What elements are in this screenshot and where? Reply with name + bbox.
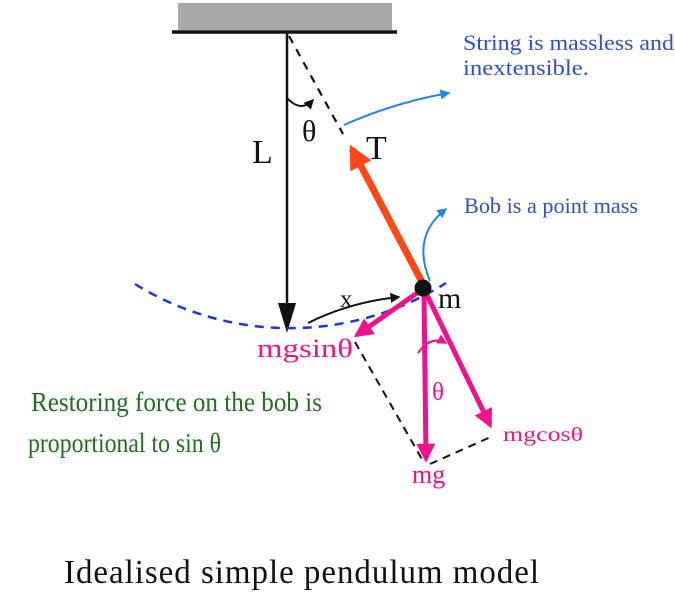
- mg-arrow: [416, 292, 436, 463]
- restoring-note-line2: proportional to sin θ: [28, 428, 221, 458]
- theta-arc-arrow: [286, 97, 315, 110]
- string-note-line1: String is massless and: [463, 30, 674, 55]
- string-note-line2: inextensible.: [463, 55, 589, 80]
- bob-note-arrow: [422, 208, 448, 282]
- force-angle-arc-arrow: [417, 334, 448, 354]
- bob-trajectory-arc: [134, 281, 447, 330]
- restoring-note-line1: Restoring force on the bob is: [31, 387, 322, 417]
- mass-label: m: [438, 282, 461, 315]
- parallelogram-dash-right: [429, 435, 494, 465]
- tension-label: T: [366, 130, 387, 167]
- mgcos-theta-label: mgcosθ: [503, 424, 583, 446]
- mgcos-theta-arrow: [422, 289, 493, 429]
- vertical-line-arrowhead: [278, 303, 296, 333]
- bob-note-text: Bob is a point mass: [464, 193, 638, 218]
- theta-forces-label: θ: [432, 379, 444, 406]
- displacement-arrow: [307, 292, 401, 324]
- string-dashed-line: [288, 35, 344, 135]
- diagram-title: Idealised simple pendulum model: [64, 554, 540, 591]
- displacement-label: x: [340, 286, 353, 313]
- ceiling-support: [178, 3, 392, 30]
- tension-arrow: [348, 144, 427, 286]
- mg-label: mg: [412, 460, 445, 489]
- mgsin-theta-label: mgsinθ: [257, 334, 353, 363]
- pendulum-bob: [414, 279, 432, 297]
- string-note-arrow: [343, 89, 451, 126]
- theta-top-label: θ: [302, 115, 316, 148]
- mgsin-theta-arrow: [353, 288, 422, 338]
- parallelogram-dash-left: [354, 341, 424, 462]
- length-label: L: [252, 134, 273, 171]
